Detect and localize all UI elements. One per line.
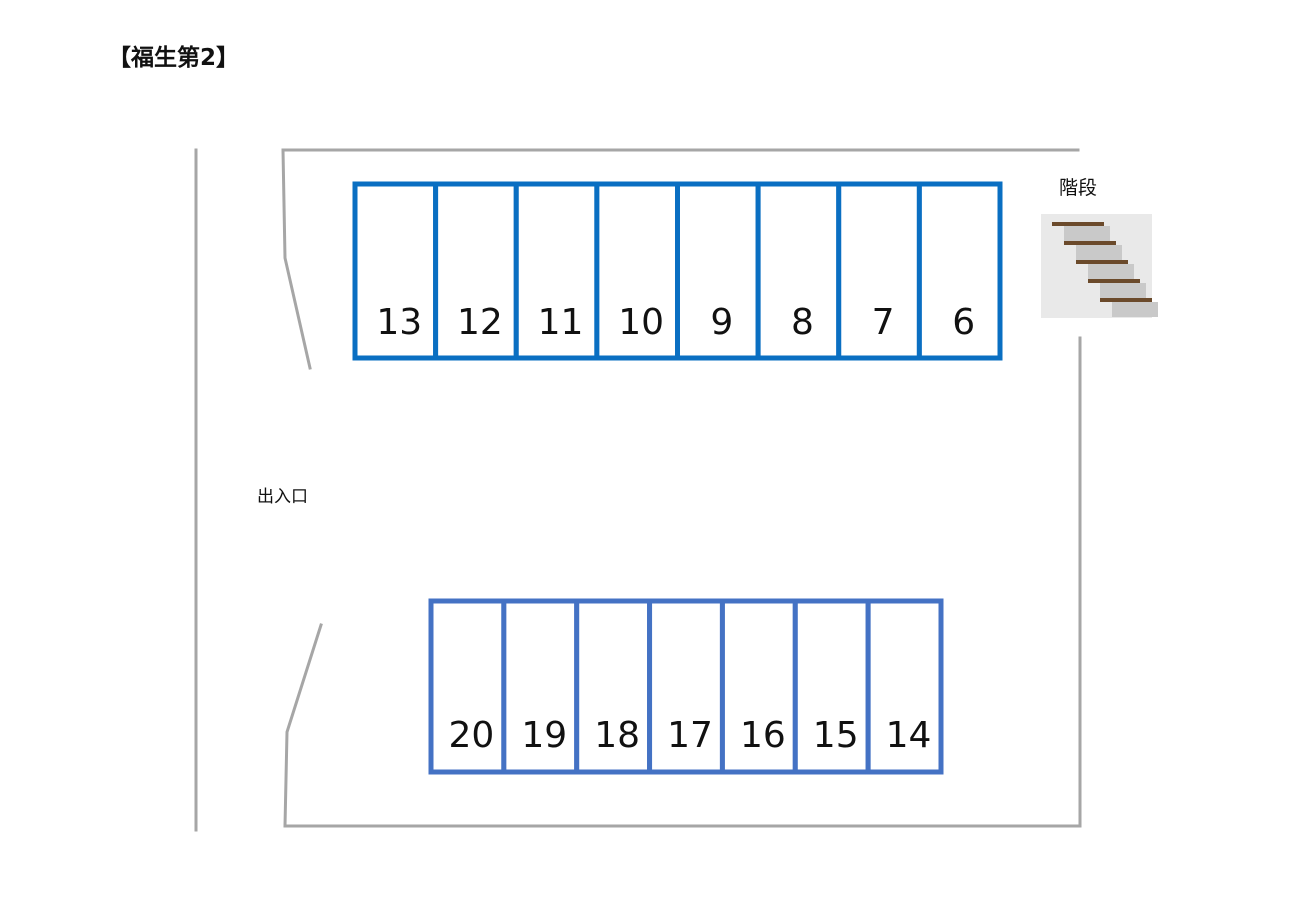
- stall-number: 8: [791, 302, 814, 343]
- stall-number: 17: [667, 715, 713, 756]
- stair-tread: [1100, 298, 1152, 302]
- parking-stall-17: [647, 598, 725, 775]
- stall-number: 13: [376, 302, 422, 343]
- stair-riser: [1064, 226, 1110, 241]
- parking-stall-9: [675, 181, 761, 361]
- stall-number: 11: [538, 302, 584, 343]
- parking-stall-20: [428, 598, 507, 775]
- stairs-icon: [1041, 214, 1158, 318]
- stair-riser: [1088, 264, 1134, 279]
- stair-riser: [1100, 283, 1146, 298]
- parking-stall-10: [594, 181, 680, 361]
- stair-riser: [1112, 302, 1158, 317]
- parking-stall-6: [916, 181, 1003, 361]
- parking-stall-13: [352, 181, 439, 361]
- parking-stall-8: [755, 181, 842, 361]
- top-stall-row: 13 12 11 10 9 8 7 6: [352, 181, 1003, 361]
- stall-number: 9: [710, 302, 733, 343]
- stall-number: 16: [740, 715, 786, 756]
- parking-stall-11: [513, 181, 600, 361]
- stair-riser: [1076, 245, 1122, 260]
- stairs-label: 階段: [1059, 177, 1098, 199]
- stall-number: 18: [594, 715, 640, 756]
- parking-stall-12: [433, 181, 519, 361]
- stall-number: 19: [521, 715, 567, 756]
- page-title: 【福生第2】: [108, 45, 240, 71]
- stair-tread: [1076, 260, 1128, 264]
- lower-wall: [283, 623, 1082, 828]
- stall-number: 14: [886, 715, 932, 756]
- stall-number: 12: [457, 302, 503, 343]
- bottom-stall-row: 20 19 18 17 16 15 14: [428, 598, 944, 775]
- upper-left-wall: [281, 148, 1080, 370]
- stall-number: 10: [618, 302, 664, 343]
- stall-number: 7: [872, 302, 895, 343]
- stair-tread: [1064, 241, 1116, 245]
- parking-stall-14: [865, 598, 944, 775]
- stall-number: 6: [952, 302, 975, 343]
- site-boundary: [194, 148, 1082, 832]
- entrance-label: 出入口: [257, 487, 308, 507]
- stair-tread: [1088, 279, 1140, 283]
- parking-stall-19: [501, 598, 580, 775]
- stair-tread: [1052, 222, 1104, 226]
- stall-number: 20: [449, 715, 495, 756]
- stall-number: 15: [813, 715, 859, 756]
